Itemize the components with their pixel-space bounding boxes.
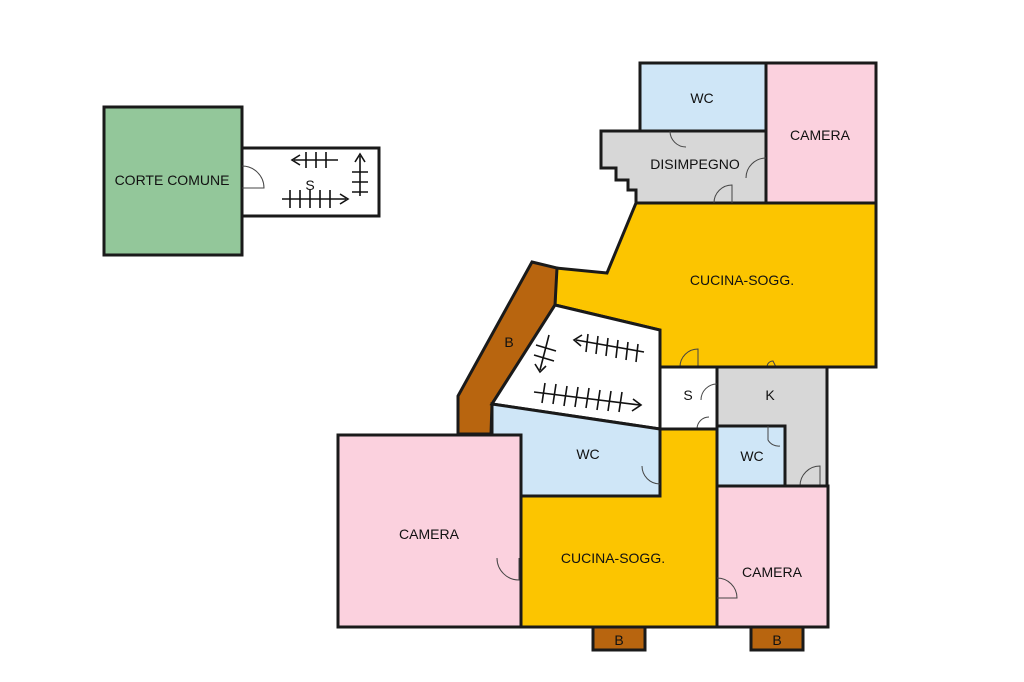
stair-arrow-icon: [282, 152, 368, 208]
door-swing: [716, 577, 738, 599]
door-swing: [713, 184, 733, 204]
label-disimpegno: DISIMPEGNO: [650, 156, 740, 172]
cucina-bottom-room: [519, 427, 719, 629]
door-swing: [799, 465, 821, 487]
label-s-small: S: [683, 387, 692, 403]
label-k: K: [765, 387, 775, 403]
door-swing: [669, 130, 687, 148]
camera-top-room: [764, 61, 878, 205]
label-camera-right: CAMERA: [742, 564, 803, 580]
stair-arrow-icon: [533, 333, 645, 413]
label-camera-left: CAMERA: [399, 526, 460, 542]
door-swing: [700, 383, 718, 401]
corte-comune-room: [102, 105, 244, 257]
camera-left-room: [336, 433, 523, 629]
door-swing: [241, 165, 265, 189]
label-stair-top: S: [305, 177, 314, 193]
wc-top-room: [638, 61, 768, 133]
door-swing: [641, 465, 661, 485]
label-wc-small: WC: [740, 448, 763, 464]
label-camera-top: CAMERA: [790, 127, 851, 143]
label-balcony-side: B: [504, 334, 513, 350]
balcony-bottom-1: [591, 625, 647, 652]
door-swing: [679, 348, 699, 368]
balcony-bottom-2: [749, 625, 805, 652]
label-corte-comune: CORTE COMUNE: [115, 172, 230, 188]
label-cucina-top: CUCINA-SOGG.: [690, 272, 794, 288]
camera-right-room: [715, 484, 830, 629]
label-balcony-bottom-2: B: [772, 632, 781, 648]
label-cucina-bottom: CUCINA-SOGG.: [561, 550, 665, 566]
disimpegno-room: [599, 129, 768, 205]
label-balcony-bottom-1: B: [614, 632, 623, 648]
door-swing: [745, 157, 767, 179]
door-swing: [496, 557, 520, 581]
door-swing: [767, 426, 781, 447]
label-wc-top: WC: [690, 90, 713, 106]
label-wc-mid: WC: [576, 446, 599, 462]
wc-small-room: [715, 424, 787, 488]
